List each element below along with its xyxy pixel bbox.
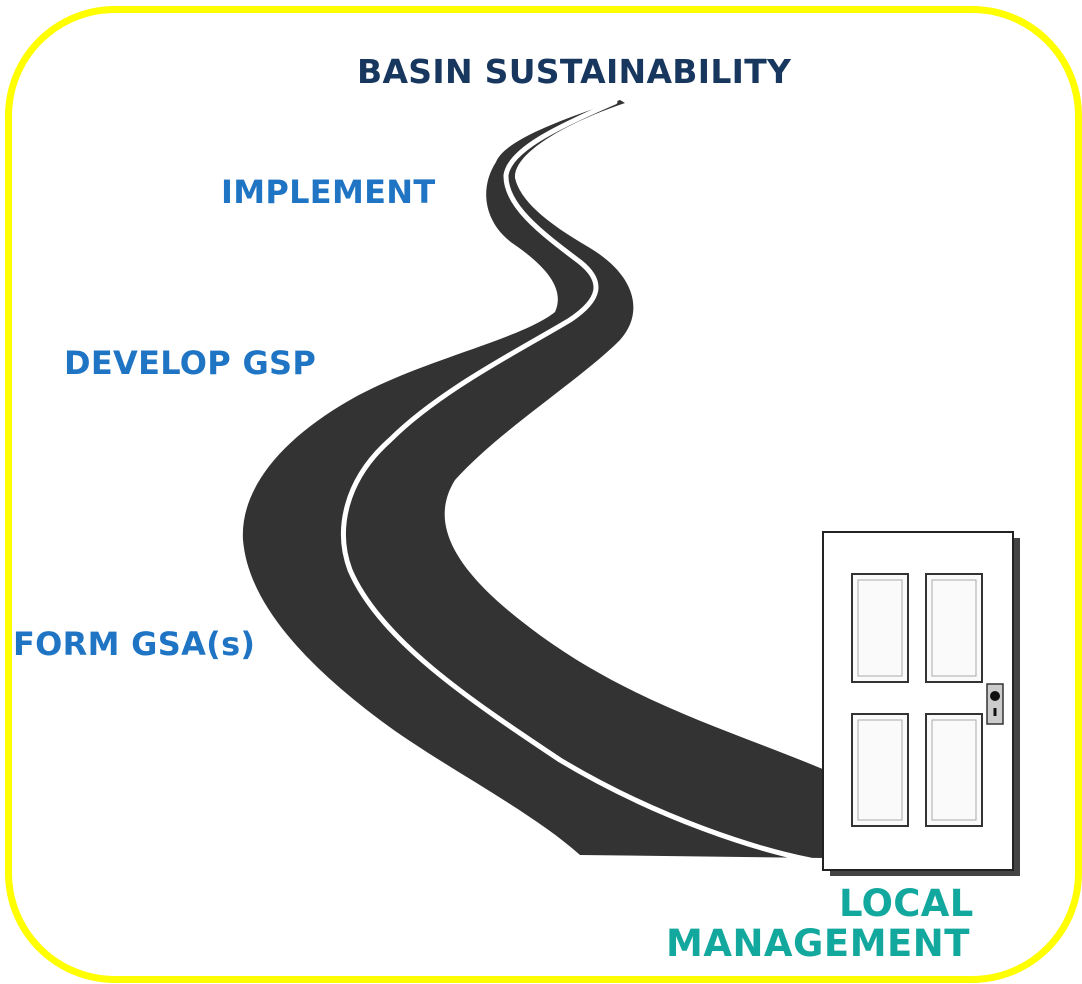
- door-panel-top-right-inner: [931, 579, 977, 677]
- step-form-label: FORM GSA(s): [13, 625, 256, 663]
- door-panel-top-left-inner: [857, 579, 903, 677]
- step-implement-label: IMPLEMENT: [221, 173, 436, 211]
- door-panel-bottom-right: [925, 713, 983, 827]
- door-panel-top-right: [925, 573, 983, 683]
- door-panel-bottom-left-inner: [857, 719, 903, 821]
- door-panel-bottom-left: [851, 713, 909, 827]
- start-label-line2: MANAGEMENT: [666, 922, 970, 965]
- door-panel-top-left: [851, 573, 909, 683]
- start-label-line1: LOCAL: [839, 882, 974, 925]
- road-icon: [242, 99, 825, 863]
- road-surface: [242, 100, 825, 858]
- door-panel-bottom-right-inner: [931, 719, 977, 821]
- door-icon: [822, 531, 1020, 876]
- road-centerline: [341, 99, 813, 863]
- doorknob-icon: [986, 683, 1004, 725]
- step-develop-label: DEVELOP GSP: [64, 344, 317, 382]
- goal-label: BASIN SUSTAINABILITY: [357, 52, 792, 91]
